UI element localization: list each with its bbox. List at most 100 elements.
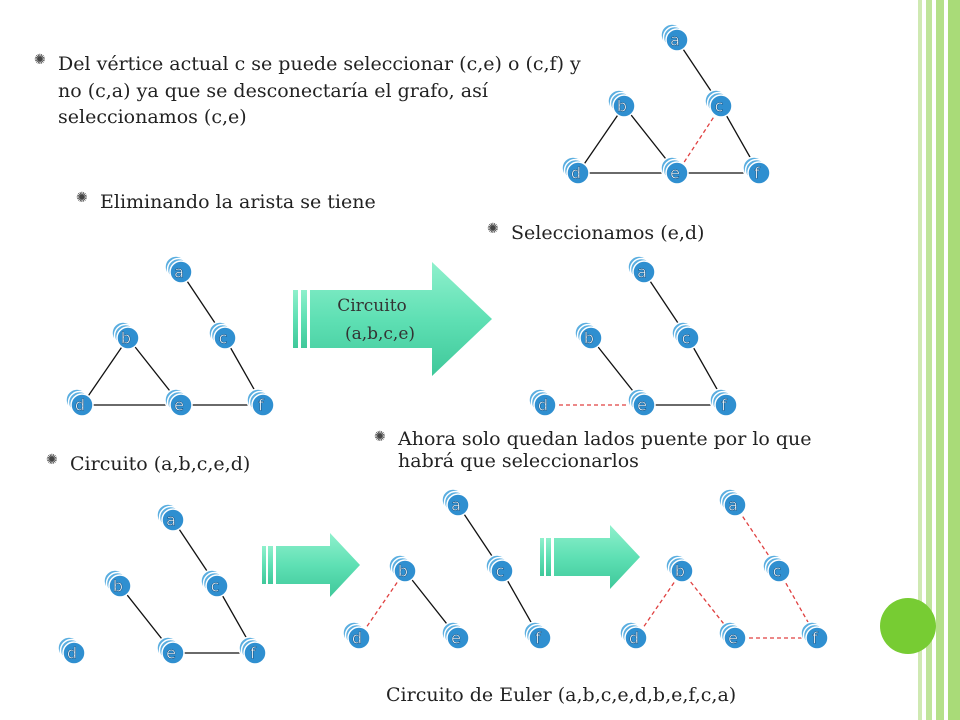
dashed-edge-bd xyxy=(358,570,406,639)
node-label-f: f xyxy=(721,396,727,415)
node-a: a xyxy=(627,255,656,284)
node-a: a xyxy=(718,488,747,517)
graph-g6: a b c d e f xyxy=(619,488,829,650)
node-b: b xyxy=(388,554,417,583)
node-label-c: c xyxy=(773,562,782,581)
node-label-a: a xyxy=(451,496,461,515)
node-c: c xyxy=(485,554,514,583)
bullet-text-4: ✺ Ahora solo quedan lados puente por lo … xyxy=(374,428,812,472)
node-label-a: a xyxy=(728,496,738,515)
node-c: c xyxy=(762,554,791,583)
bullet-text-1: ✺ Del vértice actual c se puede seleccio… xyxy=(34,52,581,129)
arrow-label-line1: Circuito xyxy=(337,296,407,316)
node-e: e xyxy=(718,621,747,650)
node-label-a: a xyxy=(670,31,680,50)
node-e: e xyxy=(156,636,185,665)
node-f: f xyxy=(709,388,738,417)
bullet-text-3: ✺ Seleccionamos (e,d) xyxy=(487,221,705,244)
node-a: a xyxy=(156,503,185,532)
node-label-f: f xyxy=(258,396,264,415)
node-label-d: d xyxy=(538,396,548,415)
node-label-c: c xyxy=(715,97,724,116)
dashed-edge-bd xyxy=(635,570,683,639)
euler-circuit-caption: Circuito de Euler (a,b,c,e,d,b,e,f,c,a) xyxy=(386,684,737,706)
circuit-arrow: Circuito (a,b,c,e) xyxy=(293,262,492,376)
bullet-text-5: ✺ Circuito (a,b,c,e,d) xyxy=(46,452,251,475)
node-label-e: e xyxy=(637,396,647,415)
right-stripe-1 xyxy=(918,0,922,720)
node-label-f: f xyxy=(754,164,760,183)
small-arrow-1 xyxy=(262,533,360,597)
node-b: b xyxy=(574,321,603,350)
right-stripe-2 xyxy=(926,0,932,720)
node-label-d: d xyxy=(352,629,362,648)
sun-bullet-icon: ✺ xyxy=(374,429,386,445)
node-c: c xyxy=(671,321,700,350)
node-d: d xyxy=(619,621,648,650)
sun-bullet-icon: ✺ xyxy=(34,52,46,68)
node-d: d xyxy=(528,388,557,417)
node-label-a: a xyxy=(637,263,647,282)
node-label-e: e xyxy=(451,629,461,648)
node-d: d xyxy=(65,388,94,417)
node-a: a xyxy=(441,488,470,517)
node-label-b: b xyxy=(398,562,408,581)
dashed-edge-ce xyxy=(676,105,722,174)
graph-g5: a b c d e f xyxy=(342,488,552,650)
node-label-a: a xyxy=(174,263,184,282)
node-label-d: d xyxy=(629,629,639,648)
small-arrow-2 xyxy=(540,525,640,589)
node-label-c: c xyxy=(496,562,505,581)
node-d: d xyxy=(342,621,371,650)
node-e: e xyxy=(660,156,689,185)
node-f: f xyxy=(246,388,275,417)
node-label-e: e xyxy=(670,164,680,183)
node-label-c: c xyxy=(682,329,691,348)
node-a: a xyxy=(660,23,689,52)
node-c: c xyxy=(200,569,229,598)
node-label-f: f xyxy=(812,629,818,648)
node-label-b: b xyxy=(584,329,594,348)
node-d: d xyxy=(57,636,86,665)
sun-bullet-icon: ✺ xyxy=(487,221,499,237)
node-f: f xyxy=(523,621,552,650)
graph-g3: a b c d e f xyxy=(528,255,738,417)
green-dot xyxy=(880,598,936,654)
graph-g1: a b c d e f xyxy=(561,23,771,185)
node-label-a: a xyxy=(166,511,176,530)
node-e: e xyxy=(627,388,656,417)
bullet-text-2: ✺ Eliminando la arista se tiene xyxy=(76,190,376,213)
node-label-f: f xyxy=(535,629,541,648)
right-stripe-4 xyxy=(948,0,960,720)
arrow-label-line2: (a,b,c,e) xyxy=(345,324,415,344)
node-label-b: b xyxy=(113,577,123,596)
sun-bullet-icon: ✺ xyxy=(76,190,88,206)
node-b: b xyxy=(103,569,132,598)
node-label-e: e xyxy=(166,644,176,663)
node-label-e: e xyxy=(174,396,184,415)
node-b: b xyxy=(111,321,140,350)
node-label-b: b xyxy=(675,562,685,581)
node-label-c: c xyxy=(211,577,220,596)
node-c: c xyxy=(208,321,237,350)
edge-bd xyxy=(577,105,625,174)
graph-g2: a b c d e f xyxy=(65,255,275,417)
node-b: b xyxy=(607,89,636,118)
node-label-d: d xyxy=(571,164,581,183)
node-b: b xyxy=(665,554,694,583)
node-c: c xyxy=(704,89,733,118)
graph-g4: a b c d e f xyxy=(57,503,267,665)
sun-bullet-icon: ✺ xyxy=(46,452,58,468)
node-d: d xyxy=(561,156,590,185)
node-label-c: c xyxy=(219,329,228,348)
node-f: f xyxy=(800,621,829,650)
node-f: f xyxy=(742,156,771,185)
node-label-b: b xyxy=(121,329,131,348)
node-e: e xyxy=(164,388,193,417)
node-label-d: d xyxy=(67,644,77,663)
node-f: f xyxy=(238,636,267,665)
right-stripe-3 xyxy=(936,0,944,720)
node-label-d: d xyxy=(75,396,85,415)
graphs-layer: a b c d e f a b c d e f a b c d e f a b c d e f a b c d e f a b c d e f xyxy=(57,23,829,665)
